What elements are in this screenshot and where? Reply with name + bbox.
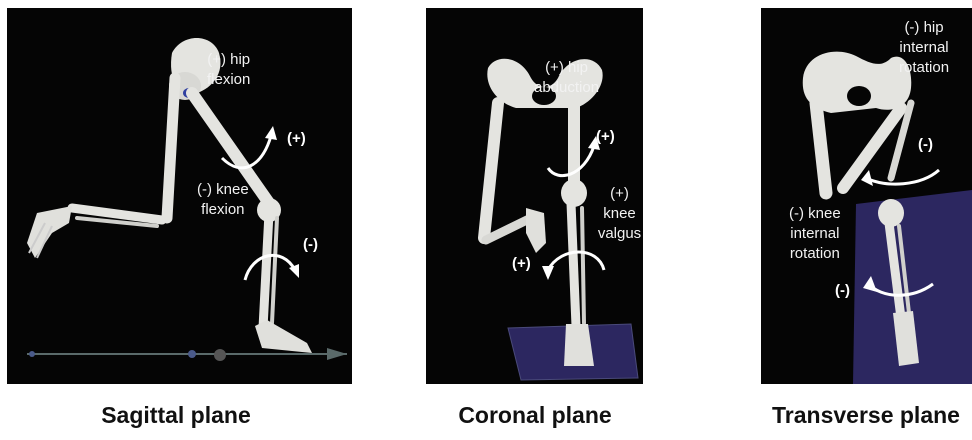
hip-flexion-sign: (+): [287, 130, 306, 147]
sagittal-plane-caption: Sagittal plane: [76, 402, 276, 429]
sagittal-panel: (+) hip flexion (+) (-) knee flexion (-): [7, 8, 352, 384]
coronal-panel: (+) hip abduction (+) (+) knee valgus (+…: [426, 8, 643, 384]
hip-flexion-label: (+) hip flexion: [207, 50, 250, 90]
hip-internal-rotation-sign: (-): [918, 136, 933, 153]
sagittal-skeleton-illustration: [7, 8, 352, 384]
knee-internal-rotation-label: (-) knee internal rotation: [789, 204, 841, 264]
knee-flexion-label: (-) knee flexion: [197, 180, 249, 220]
hip-abduction-sign: (+): [596, 128, 615, 145]
hip-internal-rotation-label: (-) hip internal rotation: [899, 18, 949, 78]
hip-abduction-label: (+) hip abduction: [534, 58, 599, 98]
transverse-panel: (-) hip internal rotation (-) (-) knee i…: [761, 8, 972, 384]
knee-valgus-sign: (+): [512, 255, 531, 272]
transverse-plane-caption: Transverse plane: [760, 402, 972, 429]
knee-valgus-label: (+) knee valgus: [596, 184, 643, 244]
coronal-plane-caption: Coronal plane: [435, 402, 635, 429]
knee-flexion-sign: (-): [303, 236, 318, 253]
knee-internal-rotation-sign: (-): [835, 282, 850, 299]
